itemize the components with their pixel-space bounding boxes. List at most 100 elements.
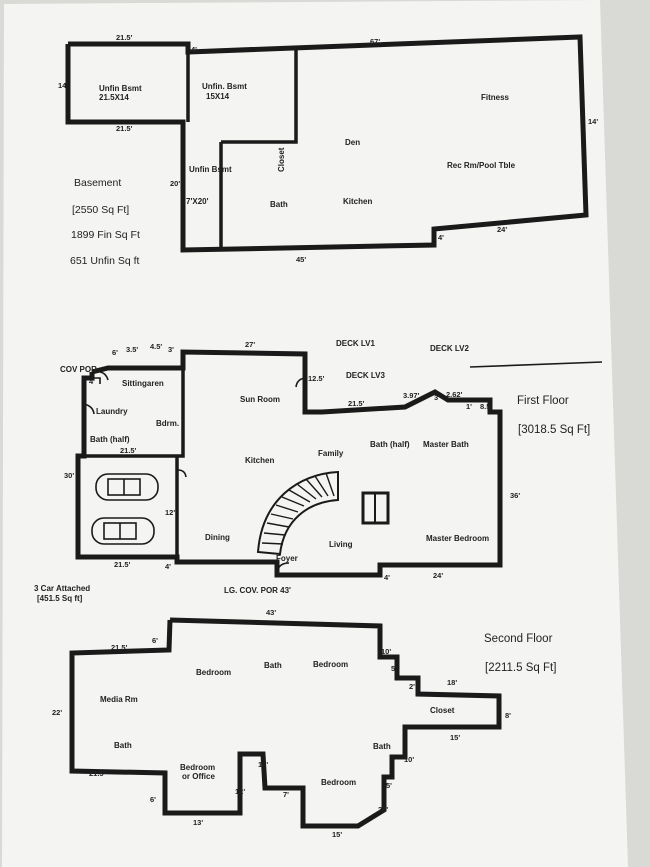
second-dim-21-5: 21.5' [111,643,128,652]
first-dim-3: 3' [168,345,174,354]
second-dim-8: 8' [505,711,511,720]
basement-unfin2-size: 15X14 [206,92,230,101]
second-dim-5b: 5' [386,781,392,790]
first-dining-label: Dining [205,533,230,542]
first-cov-por-label: COV POR [60,365,97,374]
first-kitchen-label: Kitchen [245,456,274,465]
second-bed-office-label-2: or Office [182,772,215,781]
second-dim-12: 12' [235,787,245,796]
first-living-label: Living [329,540,353,549]
second-floor-title: Second Floor [484,633,553,645]
second-floor-total: [2211.5 Sq Ft] [485,662,556,674]
basement-dim-step: 4' [191,45,197,54]
basement-total: [2550 Sq Ft] [72,204,129,216]
first-dim-3-97: 3.97' [403,391,420,400]
first-floor-total: [3018.5 Sq Ft] [518,424,590,436]
second-bed3-label: Bedroom [321,778,356,787]
first-floor-title: First Floor [517,395,569,407]
second-dim-10: 10' [381,647,391,656]
first-laundry-label: Laundry [96,407,128,416]
basement-unfin2-label: Unfin. Bsmt [202,82,247,91]
second-dim-18: 18' [447,678,457,687]
second-dim-15b: 15' [332,830,342,839]
first-family-label: Family [318,449,344,458]
first-garage-size: [451.5 Sq ft] [37,594,83,603]
first-bath-half1-label: Bath (half) [90,435,130,444]
first-floor-plan: COV POR Sittingaren Laundry Bdrm. Sun Ro… [34,339,590,603]
second-dim-left: 22' [52,708,62,717]
basement-unfin3-label: Unfin Bsmt [189,165,232,174]
first-dim-21-5: 21.5' [348,399,365,408]
first-master-bath-label: Master Bath [423,440,469,449]
first-dim-garage-bottom: 21.5' [114,560,131,569]
fireplace-icon [361,491,390,525]
first-sun-label: Sun Room [240,395,280,404]
basement-den-label: Den [345,138,360,147]
basement-unfin1-size: 21.5X14 [99,93,129,102]
second-dim-6b: 6' [150,795,156,804]
basement-dim-bottom-right: 24' [497,225,507,234]
basement-dim-notch: 20' [170,179,180,188]
first-dim-right: 36' [510,491,520,500]
second-dim-13: 13' [258,760,268,769]
first-dim-garage-left: 30' [64,471,74,480]
stair-icon [256,470,339,556]
first-dim-4c: 4' [384,573,390,582]
first-lg-cov-label: LG. COV. POR 43' [224,586,291,595]
basement-dim-left: 14' [58,81,68,90]
basement-rec-label: Rec Rm/Pool Tble [447,161,516,170]
basement-dim-right: 14' [588,117,598,126]
basement-unfinished: 651 Unfin Sq ft [70,255,140,267]
first-dim-4-5: 4.5' [150,342,162,351]
second-media-label: Media Rm [100,695,138,704]
second-bed2-label: Bedroom [313,660,348,669]
car-icon [91,517,155,545]
second-bath3-label: Bath [373,742,391,751]
second-bath1-label: Bath [114,741,132,750]
first-dim-2-62: 2.62' [446,390,463,399]
second-dim-6: 6' [152,636,158,645]
first-deck2-label: DECK LV2 [430,344,470,353]
second-floor-plan: Media Rm Bath Bedroom Bath Bedroom Close… [52,608,556,839]
second-dim-7: 7' [283,790,289,799]
first-dim-garage-mid: 12' [165,508,175,517]
first-dim-6: 6' [112,348,118,357]
first-bath-half2-label: Bath (half) [370,440,410,449]
basement-title: Basement [74,177,121,189]
second-dim-21-5b: 21.5' [89,769,106,778]
first-dim-4: 4' [89,377,95,386]
basement-dim-top: 67' [370,37,380,46]
second-dim-10b: 10' [404,755,414,764]
basement-dim-bottom: 45' [296,255,306,264]
first-deck1-label: DECK LV1 [336,339,376,348]
first-dim-1: 1' [466,402,472,411]
second-bath2-label: Bath [264,661,282,670]
basement-kitchen-label: Kitchen [343,197,372,206]
second-bed-office-label: Bedroom [180,763,215,772]
basement-dim-bottom-left: 21.5' [116,124,133,133]
basement-unfin1-label: Unfin Bsmt [99,84,142,93]
second-dim-2: 2' [409,682,415,691]
second-bed1-label: Bedroom [196,668,231,677]
divider-line [469,361,603,368]
first-dim-garage-top: 21.5' [120,446,137,455]
first-dim-12-5: 12.5' [308,374,325,383]
second-dim-5: 5' [391,664,397,673]
first-garage-label: 3 Car Attached [34,584,90,593]
second-dim-13b: 13' [193,818,203,827]
basement-fitness-label: Fitness [481,93,510,102]
first-dim-8-5: 8.5' [480,402,492,411]
first-foyer-label: Foyer [276,554,298,563]
car-icon [95,473,159,501]
first-dim-27: 27' [245,340,255,349]
first-bdrm-label: Bdrm. [156,419,179,428]
second-dim-top: 43' [266,608,276,617]
first-dim-4b: 4' [165,562,171,571]
second-closet-label: Closet [430,706,455,715]
basement-unfin3-size: 7'X20' [186,197,209,206]
first-dim-3b: 3' [434,393,440,402]
first-deck3-label: DECK LV3 [346,371,386,380]
first-dim-24: 24' [433,571,443,580]
